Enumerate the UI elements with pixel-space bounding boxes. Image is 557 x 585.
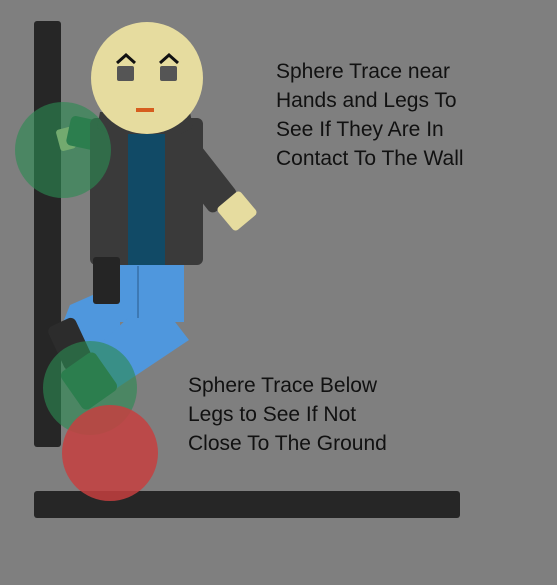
- annotation-line: Legs to See If Not: [188, 403, 357, 426]
- head: [91, 22, 203, 134]
- annotation-line: Close To The Ground: [188, 432, 387, 455]
- annotation-line: Sphere Trace near: [276, 60, 450, 83]
- ground-check-sphere: [62, 405, 158, 501]
- annotation-line: See If They Are In: [276, 118, 444, 141]
- floor: [34, 491, 460, 518]
- hands-legs-trace-annotation: Sphere Trace near Hands and Legs To See …: [276, 57, 464, 173]
- annotation-line: Contact To The Wall: [276, 147, 464, 170]
- mouth: [136, 108, 154, 112]
- leg-pocket: [93, 257, 120, 304]
- ground-trace-annotation: Sphere Trace Below Legs to See If Not Cl…: [188, 371, 387, 458]
- wall-contact-sphere-hands: [15, 102, 111, 198]
- annotation-line: Hands and Legs To: [276, 89, 457, 112]
- annotation-line: Sphere Trace Below: [188, 374, 378, 397]
- front-arm: [169, 139, 257, 231]
